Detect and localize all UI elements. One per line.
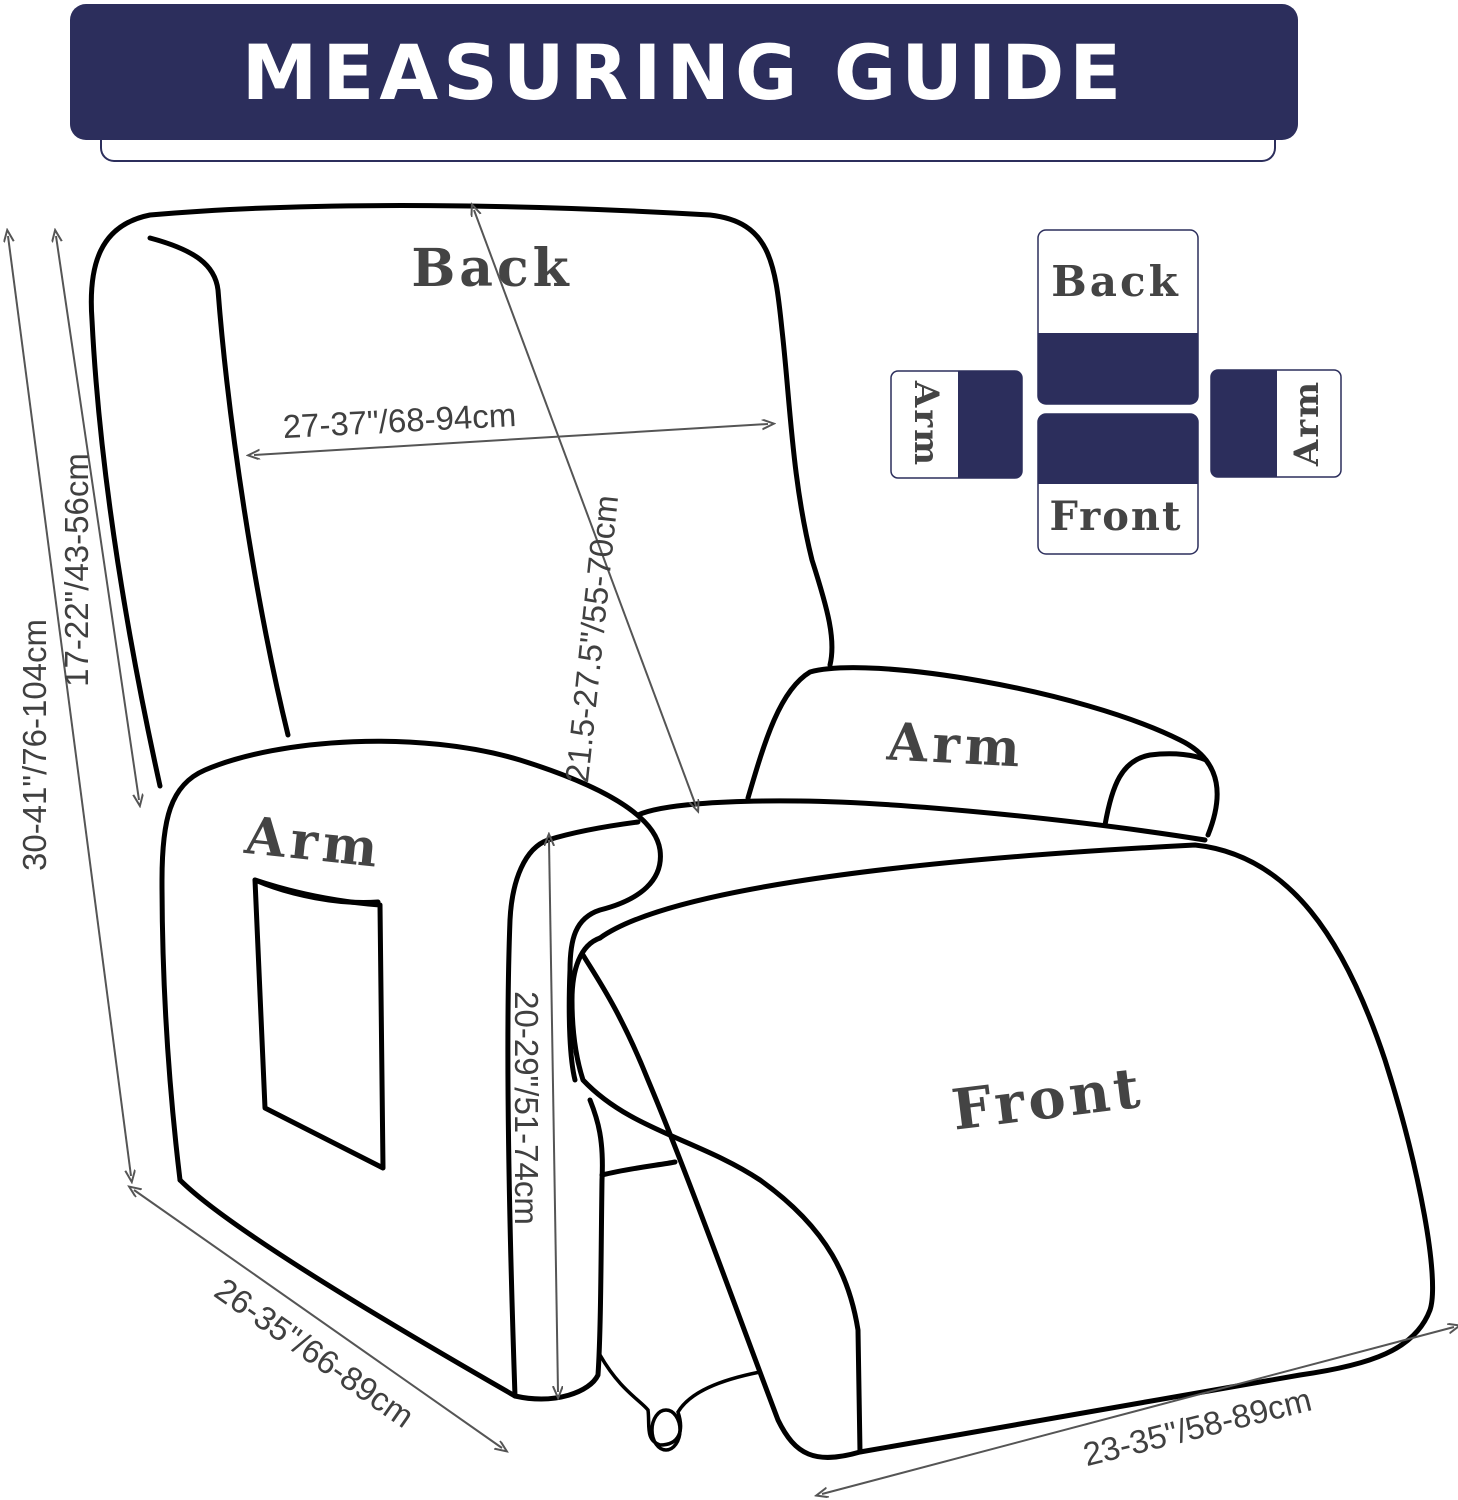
pocket-outline: [252, 877, 386, 1171]
legend-arm-right-label: Arm: [1287, 380, 1327, 467]
lever-line: [599, 1159, 678, 1178]
seat-width-line: [822, 1327, 1454, 1494]
back-width-label: 27-37"/68-94cm: [282, 396, 517, 445]
depth-line: [134, 1190, 502, 1448]
title-banner: MEASURING GUIDE: [70, 4, 1298, 140]
depth-label: 26-35"/66-89cm: [208, 1270, 421, 1434]
front-label: Front: [948, 1055, 1147, 1144]
legend-front-label: Front: [1049, 493, 1182, 540]
total-height-label: 30-41"/76-104cm: [16, 619, 53, 871]
back-label: Back: [411, 238, 572, 299]
back-height-label: 17-22"/43-56cm: [58, 453, 95, 687]
cover-pieces-legend: Back Front Arm Arm: [890, 229, 1342, 555]
legend-arm-left-label: Arm: [906, 380, 946, 467]
page-title: MEASURING GUIDE: [241, 27, 1127, 117]
footrest-inner: [569, 935, 863, 1455]
power-cord: [598, 1354, 761, 1452]
right-arm-outline: [745, 665, 1220, 838]
arm-height-label: 20-29"/51-74cm: [508, 991, 545, 1225]
right-arm-label: Arm: [885, 711, 1027, 779]
right-arm-inner: [1102, 751, 1209, 828]
left-arm-label: Arm: [241, 805, 385, 880]
seat-outline: [635, 798, 1208, 843]
back-diagonal-line: [474, 210, 696, 806]
back-diagonal-label: 21.5-27.5"/55-70cm: [558, 493, 625, 784]
left-arm-front-panel: [505, 819, 641, 1399]
back-inner-line: [147, 235, 291, 738]
pocket-rim: [252, 877, 381, 905]
back-height-line: [56, 236, 139, 800]
footrest-outline: [580, 842, 1436, 1460]
arm-height-line: [549, 840, 558, 1392]
legend-back-label: Back: [1051, 257, 1180, 306]
